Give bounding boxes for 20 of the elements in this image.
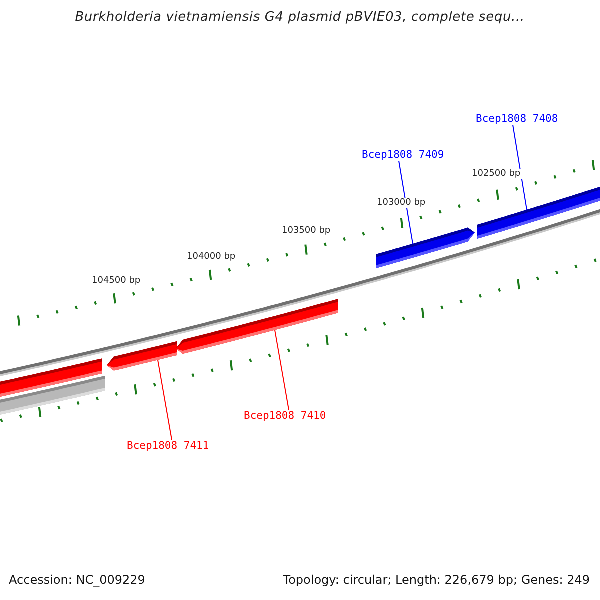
gene-feature [0, 376, 105, 416]
tick-label: 103500 bp [281, 226, 332, 236]
tick-label: 104500 bp [91, 276, 142, 286]
leader-line [512, 124, 528, 210]
tick-label: 102500 bp [471, 169, 522, 179]
tick-label: 104000 bp [186, 252, 237, 262]
leader-line [274, 330, 290, 410]
gene-feature [107, 342, 177, 371]
leader-line [398, 160, 414, 244]
accession-text: Accession: NC_009229 [9, 573, 146, 587]
tick-label: 103000 bp [376, 198, 427, 208]
title: Burkholderia vietnamiensis G4 plasmid pBVIE03, complete sequ... [74, 10, 526, 25]
gene-feature [376, 228, 475, 268]
leader-line [158, 360, 172, 440]
gene-feature [176, 299, 338, 354]
summary-text: Topology: circular; Length: 226,679 bp; Genes: 249 [283, 573, 590, 587]
gene-label: Bcep1808_7411 [127, 440, 210, 452]
gene-label: Bcep1808_7409 [362, 149, 444, 161]
gene-label: Bcep1808_7408 [476, 113, 558, 125]
gene-label: Bcep1808_7410 [244, 410, 326, 422]
